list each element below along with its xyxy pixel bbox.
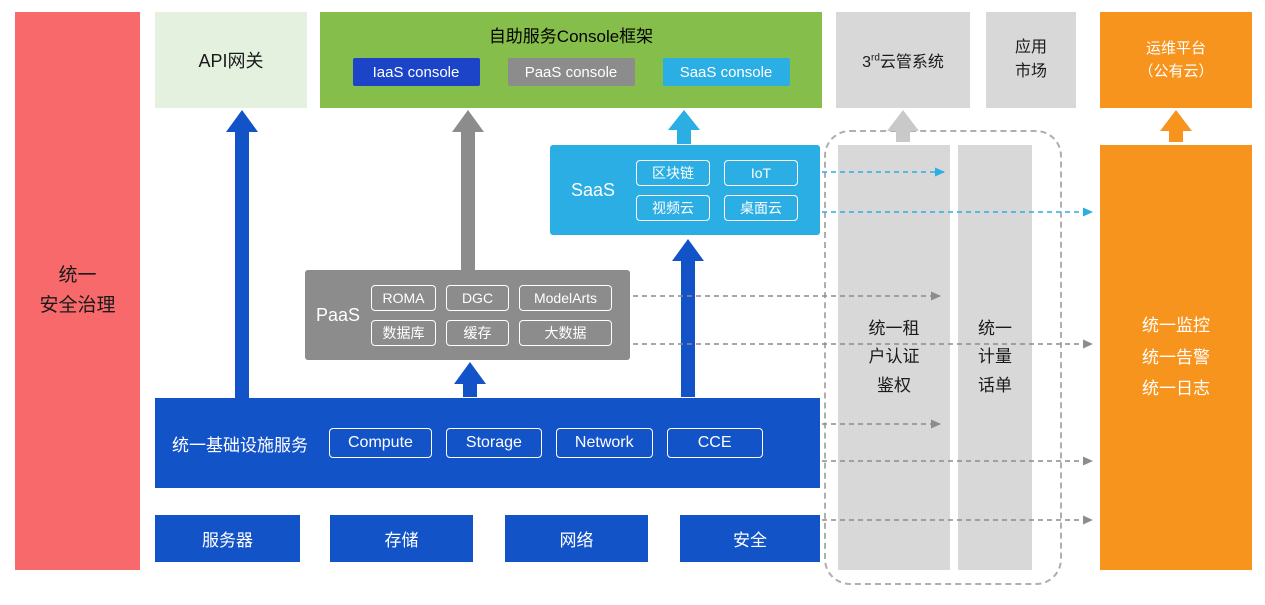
resource-box-server: 服务器 bbox=[155, 515, 300, 562]
saas-console-label: SaaS console bbox=[679, 63, 773, 81]
security-governance-label: 统一 安全治理 bbox=[39, 264, 116, 316]
resource-box-network: 网络 bbox=[505, 515, 648, 562]
om-platform-label: 运维平台 （公有云） bbox=[1138, 39, 1214, 80]
saas-layer-label: SaaS bbox=[570, 179, 616, 200]
saas-item-video-cloud: 视频云 bbox=[636, 194, 710, 221]
iaas-console-label: IaaS console bbox=[372, 63, 460, 81]
arrow-infra-to-api-gateway bbox=[226, 110, 258, 398]
resource-box-storage: 存储 bbox=[330, 515, 473, 562]
paas-item-modelarts: ModelArts bbox=[519, 284, 612, 311]
paas-item-roma: ROMA bbox=[371, 284, 436, 311]
tenant-auth-label: 统一租 户认证 鉴权 bbox=[868, 319, 920, 395]
paas-console-label: PaaS console bbox=[524, 63, 618, 81]
third-party-cloud-box: 3rd云管系统 bbox=[836, 12, 970, 108]
resource-security-label: 安全 bbox=[733, 531, 767, 550]
tenant-auth-bar: 统一租 户认证 鉴权 bbox=[838, 145, 950, 570]
infra-item-storage: Storage bbox=[445, 428, 542, 458]
api-gateway-label: API网关 bbox=[198, 51, 264, 71]
paas-item-dgc: DGC bbox=[446, 284, 509, 311]
third-party-cloud-label: 3rd云管系统 bbox=[862, 48, 944, 72]
infrastructure-label: 统一基础设施服务 bbox=[172, 435, 308, 455]
resource-server-label: 服务器 bbox=[202, 531, 253, 550]
arrow-saas-to-console bbox=[668, 110, 700, 144]
infra-item-network: Network bbox=[555, 428, 653, 458]
saas-items: 区块链 IoT 视频云 桌面云 bbox=[636, 159, 798, 221]
saas-item-blockchain: 区块链 bbox=[636, 159, 710, 186]
app-market-label: 应用 市场 bbox=[1014, 39, 1047, 80]
resource-box-security: 安全 bbox=[680, 515, 820, 562]
api-gateway-box: API网关 bbox=[155, 12, 307, 108]
infra-item-cce: CCE bbox=[666, 428, 763, 458]
console-frame-title: 自助服务Console框架 bbox=[488, 27, 654, 46]
paas-item-database: 数据库 bbox=[371, 319, 436, 346]
console-chip-row: IaaS console PaaS console SaaS console bbox=[352, 58, 790, 86]
resource-network-label: 网络 bbox=[559, 531, 594, 550]
infrastructure-layer-box: 统一基础设施服务 Compute Storage Network CCE bbox=[155, 398, 820, 488]
iaas-console-chip: IaaS console bbox=[352, 58, 480, 86]
third-party-sup: rd bbox=[870, 52, 880, 64]
paas-items: ROMA DGC ModelArts 数据库 缓存 大数据 bbox=[371, 284, 612, 346]
monitoring-alert-log-label: 统一监控 统一告警 统一日志 bbox=[1142, 316, 1210, 399]
om-platform-box: 运维平台 （公有云） bbox=[1100, 12, 1252, 108]
shared-services-dashed-container bbox=[824, 130, 1062, 585]
monitoring-alert-log-box: 统一监控 统一告警 统一日志 bbox=[1100, 145, 1252, 570]
infrastructure-items: Compute Storage Network CCE bbox=[329, 428, 763, 458]
paas-item-bigdata: 大数据 bbox=[519, 319, 612, 346]
security-governance-bar: 统一 安全治理 bbox=[15, 12, 140, 570]
paas-layer-label: PaaS bbox=[315, 304, 361, 325]
app-market-box: 应用 市场 bbox=[986, 12, 1076, 108]
infra-item-compute: Compute bbox=[329, 428, 432, 458]
saas-item-desktop-cloud: 桌面云 bbox=[724, 194, 798, 221]
metering-billing-label: 统一 计量 话单 bbox=[978, 319, 1012, 395]
third-party-prefix: 3 bbox=[862, 54, 871, 71]
arrow-monitoring-to-om-platform bbox=[1160, 110, 1192, 142]
paas-console-chip: PaaS console bbox=[507, 58, 635, 86]
third-party-text: 云管系统 bbox=[879, 54, 944, 71]
paas-layer-box: PaaS ROMA DGC ModelArts 数据库 缓存 大数据 bbox=[305, 270, 630, 360]
arrow-paas-to-console bbox=[452, 110, 484, 270]
paas-item-cache: 缓存 bbox=[446, 319, 509, 346]
arrow-infra-to-saas bbox=[672, 239, 704, 397]
resource-storage-label: 存储 bbox=[384, 531, 419, 550]
console-frame-box: 自助服务Console框架 IaaS console PaaS console … bbox=[320, 12, 822, 108]
saas-console-chip: SaaS console bbox=[662, 58, 790, 86]
metering-billing-bar: 统一 计量 话单 bbox=[958, 145, 1032, 570]
saas-item-iot: IoT bbox=[724, 159, 798, 186]
arrow-infra-to-paas bbox=[454, 362, 486, 397]
saas-layer-box: SaaS 区块链 IoT 视频云 桌面云 bbox=[550, 145, 820, 235]
